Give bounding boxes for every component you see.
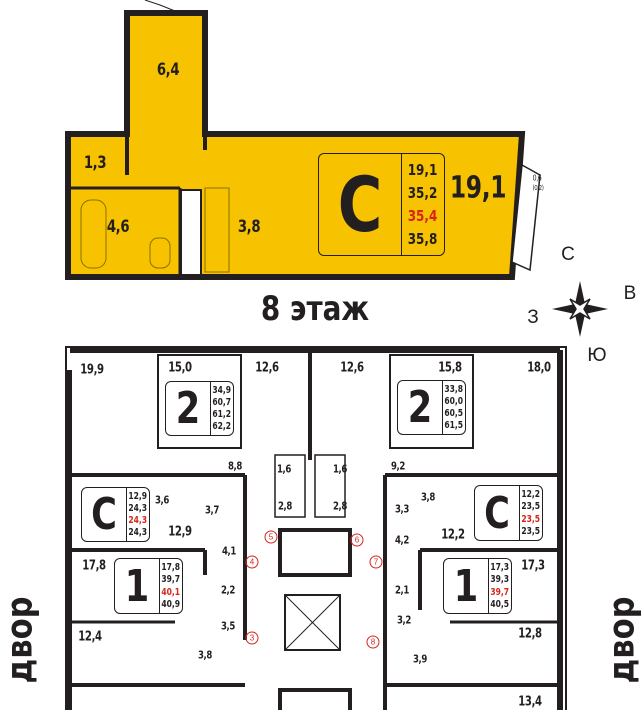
area: 39,7	[490, 586, 510, 598]
entrance-marker: 7	[369, 555, 383, 569]
selected-unit-shape	[65, 0, 541, 280]
room-area: 3,8	[420, 490, 436, 504]
area: 23,5	[521, 526, 541, 538]
room-area: 12,6	[340, 360, 364, 376]
area: 24,3	[128, 515, 148, 527]
room-area: 12,8	[518, 626, 542, 642]
building-walls	[65, 346, 567, 710]
unit-type: 2	[407, 382, 433, 433]
balcony-area: 0,6	[532, 173, 542, 183]
unit-type: 1	[124, 560, 150, 612]
room-area: 3,2	[396, 613, 412, 627]
room-area: 17,8	[82, 558, 106, 574]
compass-west: З	[527, 307, 539, 328]
area: 40,9	[161, 599, 181, 611]
room-area: 17,3	[521, 558, 545, 574]
room-area: 2,2	[220, 583, 236, 597]
area: 33,8	[444, 383, 464, 395]
area: 39,7	[161, 574, 181, 586]
room-area: 12,9	[168, 524, 192, 540]
entrance-marker: 4	[245, 555, 259, 569]
yard-label-right: двор	[601, 596, 643, 684]
room-area: 4,2	[394, 533, 410, 547]
selected-unit-badge: C 19,1 35,2 35,4 35,8	[318, 153, 445, 256]
area: 12,9	[128, 490, 148, 502]
total-area-highlighted: 35,4	[408, 207, 438, 226]
room-area-kitchen: 3,8	[237, 217, 261, 237]
entrance-marker: 8	[366, 635, 380, 649]
unit-type: C	[91, 489, 117, 540]
room-area: 12,6	[255, 360, 279, 376]
total-area: 35,2	[408, 183, 438, 202]
room-area: 15,8	[438, 360, 462, 376]
area: 60,7	[212, 396, 232, 408]
room-area: 8,8	[227, 459, 243, 473]
room-area: 12,4	[78, 629, 102, 645]
area: 17,8	[161, 561, 181, 573]
area: 24,3	[128, 502, 148, 514]
area: 60,0	[444, 395, 464, 407]
room-area: 3,8	[197, 648, 213, 662]
room-area: 3,6	[154, 493, 170, 507]
entrance-marker: 5	[264, 530, 278, 544]
area: 40,5	[490, 599, 510, 611]
living-area: 19,1	[408, 160, 438, 179]
compass-south: Ю	[587, 345, 607, 366]
yard-label-left: двор	[0, 596, 41, 684]
unit-type: C	[337, 160, 383, 249]
room-area: 3,3	[394, 502, 410, 516]
room-area: 1,6	[332, 462, 348, 476]
room-area: 3,5	[220, 619, 236, 633]
area: 60,5	[444, 408, 464, 420]
compass-rose-icon	[552, 281, 608, 337]
area: 34,9	[212, 384, 232, 396]
room-area: 3,9	[412, 652, 428, 666]
room-area-loggia: 6,4	[156, 60, 180, 80]
unit-type: 1	[453, 560, 479, 612]
compass-north: С	[561, 244, 575, 265]
room-area: 15,0	[168, 360, 192, 376]
room-area-living: 19,1	[449, 170, 507, 206]
area: 61,5	[444, 420, 464, 432]
floor-label: 8 этаж	[260, 289, 370, 329]
area: 62,2	[212, 421, 232, 433]
room-area: 2,1	[394, 583, 410, 597]
room-area: 19,9	[80, 362, 104, 378]
balcony-area-sub: (0,2)	[532, 184, 544, 192]
room-area: 4,1	[221, 544, 237, 558]
area: 23,5	[521, 501, 541, 513]
room-area-hall: 1,3	[83, 153, 107, 173]
unit-type: 2	[175, 383, 201, 434]
room-area: 18,0	[527, 360, 551, 376]
area: 24,3	[128, 527, 148, 539]
room-area: 3,7	[204, 503, 220, 517]
room-area: 13,4	[518, 694, 542, 710]
room-area: 9,2	[390, 459, 406, 473]
room-area: 1,6	[276, 462, 292, 476]
entrance-marker: 3	[245, 631, 259, 645]
area: 12,2	[521, 488, 541, 500]
unit-type: C	[484, 487, 510, 539]
area: 40,1	[161, 586, 181, 598]
room-area-bath: 4,6	[106, 217, 130, 237]
area: 23,5	[521, 513, 541, 525]
room-area: 2,8	[332, 499, 348, 513]
compass-east: В	[623, 283, 637, 304]
area: 17,3	[490, 561, 510, 573]
room-area: 2,8	[277, 499, 293, 513]
area: 61,2	[212, 409, 232, 421]
room-area: 12,2	[441, 527, 465, 543]
area: 39,3	[490, 574, 510, 586]
entrance-marker: 6	[350, 533, 364, 547]
total-area-with-balcony: 35,8	[408, 230, 438, 249]
